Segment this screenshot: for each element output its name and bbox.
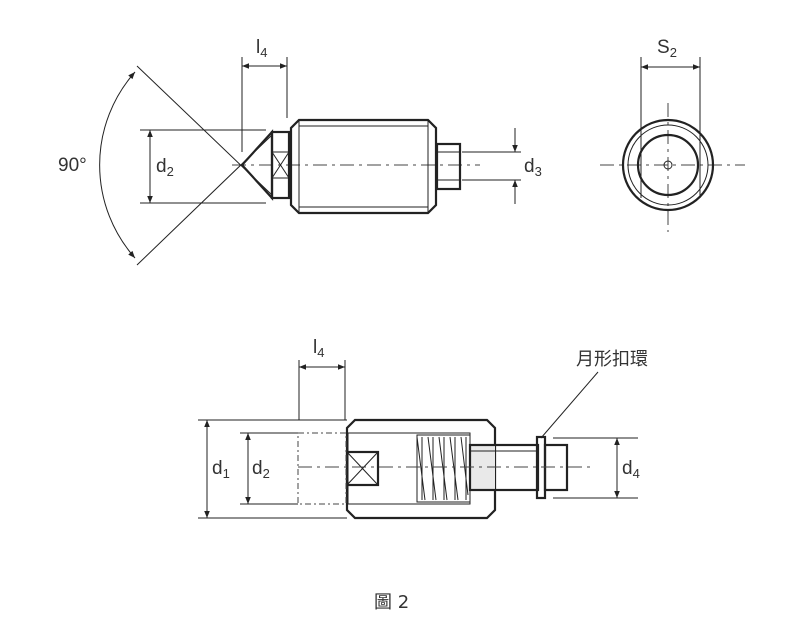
top-view: 90° d2 l4 d3: [58, 37, 542, 266]
outer-circle: [621, 118, 715, 212]
square-insert: [345, 450, 380, 487]
d1-label: d1: [212, 458, 230, 481]
hex-section: [270, 130, 291, 200]
cone-outline-phantom: [297, 432, 347, 505]
d2-label: d2: [156, 156, 174, 179]
l4-label: l4: [256, 37, 267, 60]
spring: [416, 434, 471, 503]
section-view: d1 d2 l4 d4 月形扣環: [198, 337, 648, 520]
d4-label: d4: [622, 458, 640, 481]
angle-label: 90°: [58, 155, 87, 176]
ring-label: 月形扣環: [576, 349, 648, 370]
angle-arc: [99, 71, 136, 259]
inner-circle: [636, 133, 700, 197]
figure-caption: 圖 2: [374, 592, 409, 613]
ring-leader-line: [540, 371, 599, 439]
d3-label: d3: [524, 156, 542, 179]
l4-label: l4: [313, 337, 324, 360]
pin: [435, 142, 462, 191]
threaded-body: [289, 118, 438, 215]
end-view: S2: [600, 37, 745, 232]
s2-label: S2: [657, 37, 677, 60]
d2-label: d2: [252, 458, 270, 481]
